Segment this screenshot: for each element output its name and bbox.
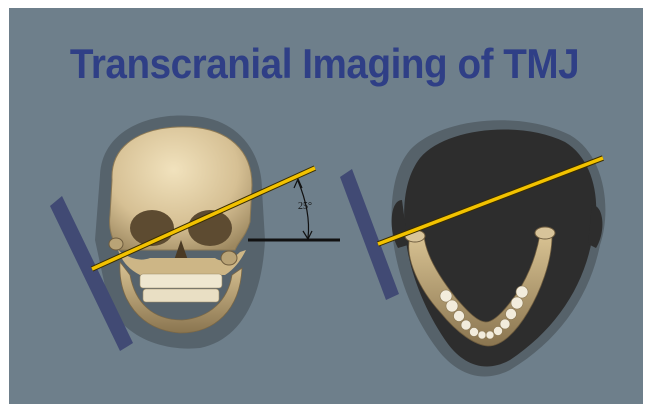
arc-arrow-top xyxy=(294,179,302,188)
frontal-skull-figure: 25° xyxy=(50,115,340,351)
tmj-condyle-left xyxy=(109,238,123,250)
upper-teeth xyxy=(140,274,222,288)
angle-label: 25° xyxy=(298,201,312,212)
tmj-condyle-posterior-right xyxy=(535,227,555,239)
tmj-condyle-right xyxy=(221,251,237,265)
lower-teeth xyxy=(143,289,219,302)
film-plate-right xyxy=(340,169,399,300)
arc-arrow-bottom xyxy=(303,231,312,239)
posterior-view-figure xyxy=(340,120,605,376)
